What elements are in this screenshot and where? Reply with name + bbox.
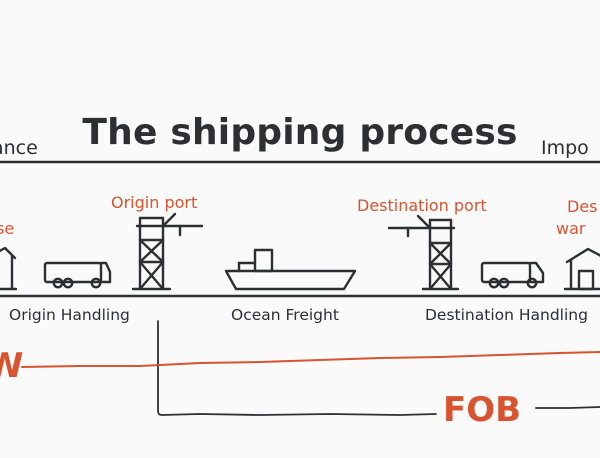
warehouse-label-left: se — [0, 219, 15, 238]
right-edge-label: Impo — [541, 137, 589, 159]
page-title: The shipping process — [82, 112, 518, 153]
crane-icon-destination — [387, 214, 460, 291]
left-edge-label: ance — [0, 137, 38, 159]
stage-destination-handling: Destination Handling — [425, 306, 588, 324]
stage-ocean-freight: Ocean Freight — [231, 306, 339, 324]
warehouse-icon-right — [563, 247, 600, 291]
destination-warehouse-label-line1: Des — [567, 197, 598, 216]
truck-icon-origin — [43, 261, 112, 289]
origin-port-label: Origin port — [111, 193, 198, 212]
warehouse-icon-left — [0, 246, 18, 291]
destination-port-label: Destination port — [357, 196, 487, 215]
fob-bracket — [157, 320, 600, 416]
fob-label: FOB — [443, 390, 522, 430]
stage-origin-handling: Origin Handling — [9, 306, 130, 324]
incoterm-line-exw — [21, 351, 600, 368]
destination-warehouse-label-line2: war — [556, 219, 586, 238]
crane-icon-origin — [131, 212, 204, 291]
truck-icon-destination — [480, 261, 545, 289]
incoterm-left-fragment: W — [0, 346, 24, 386]
ship-icon — [224, 248, 357, 291]
